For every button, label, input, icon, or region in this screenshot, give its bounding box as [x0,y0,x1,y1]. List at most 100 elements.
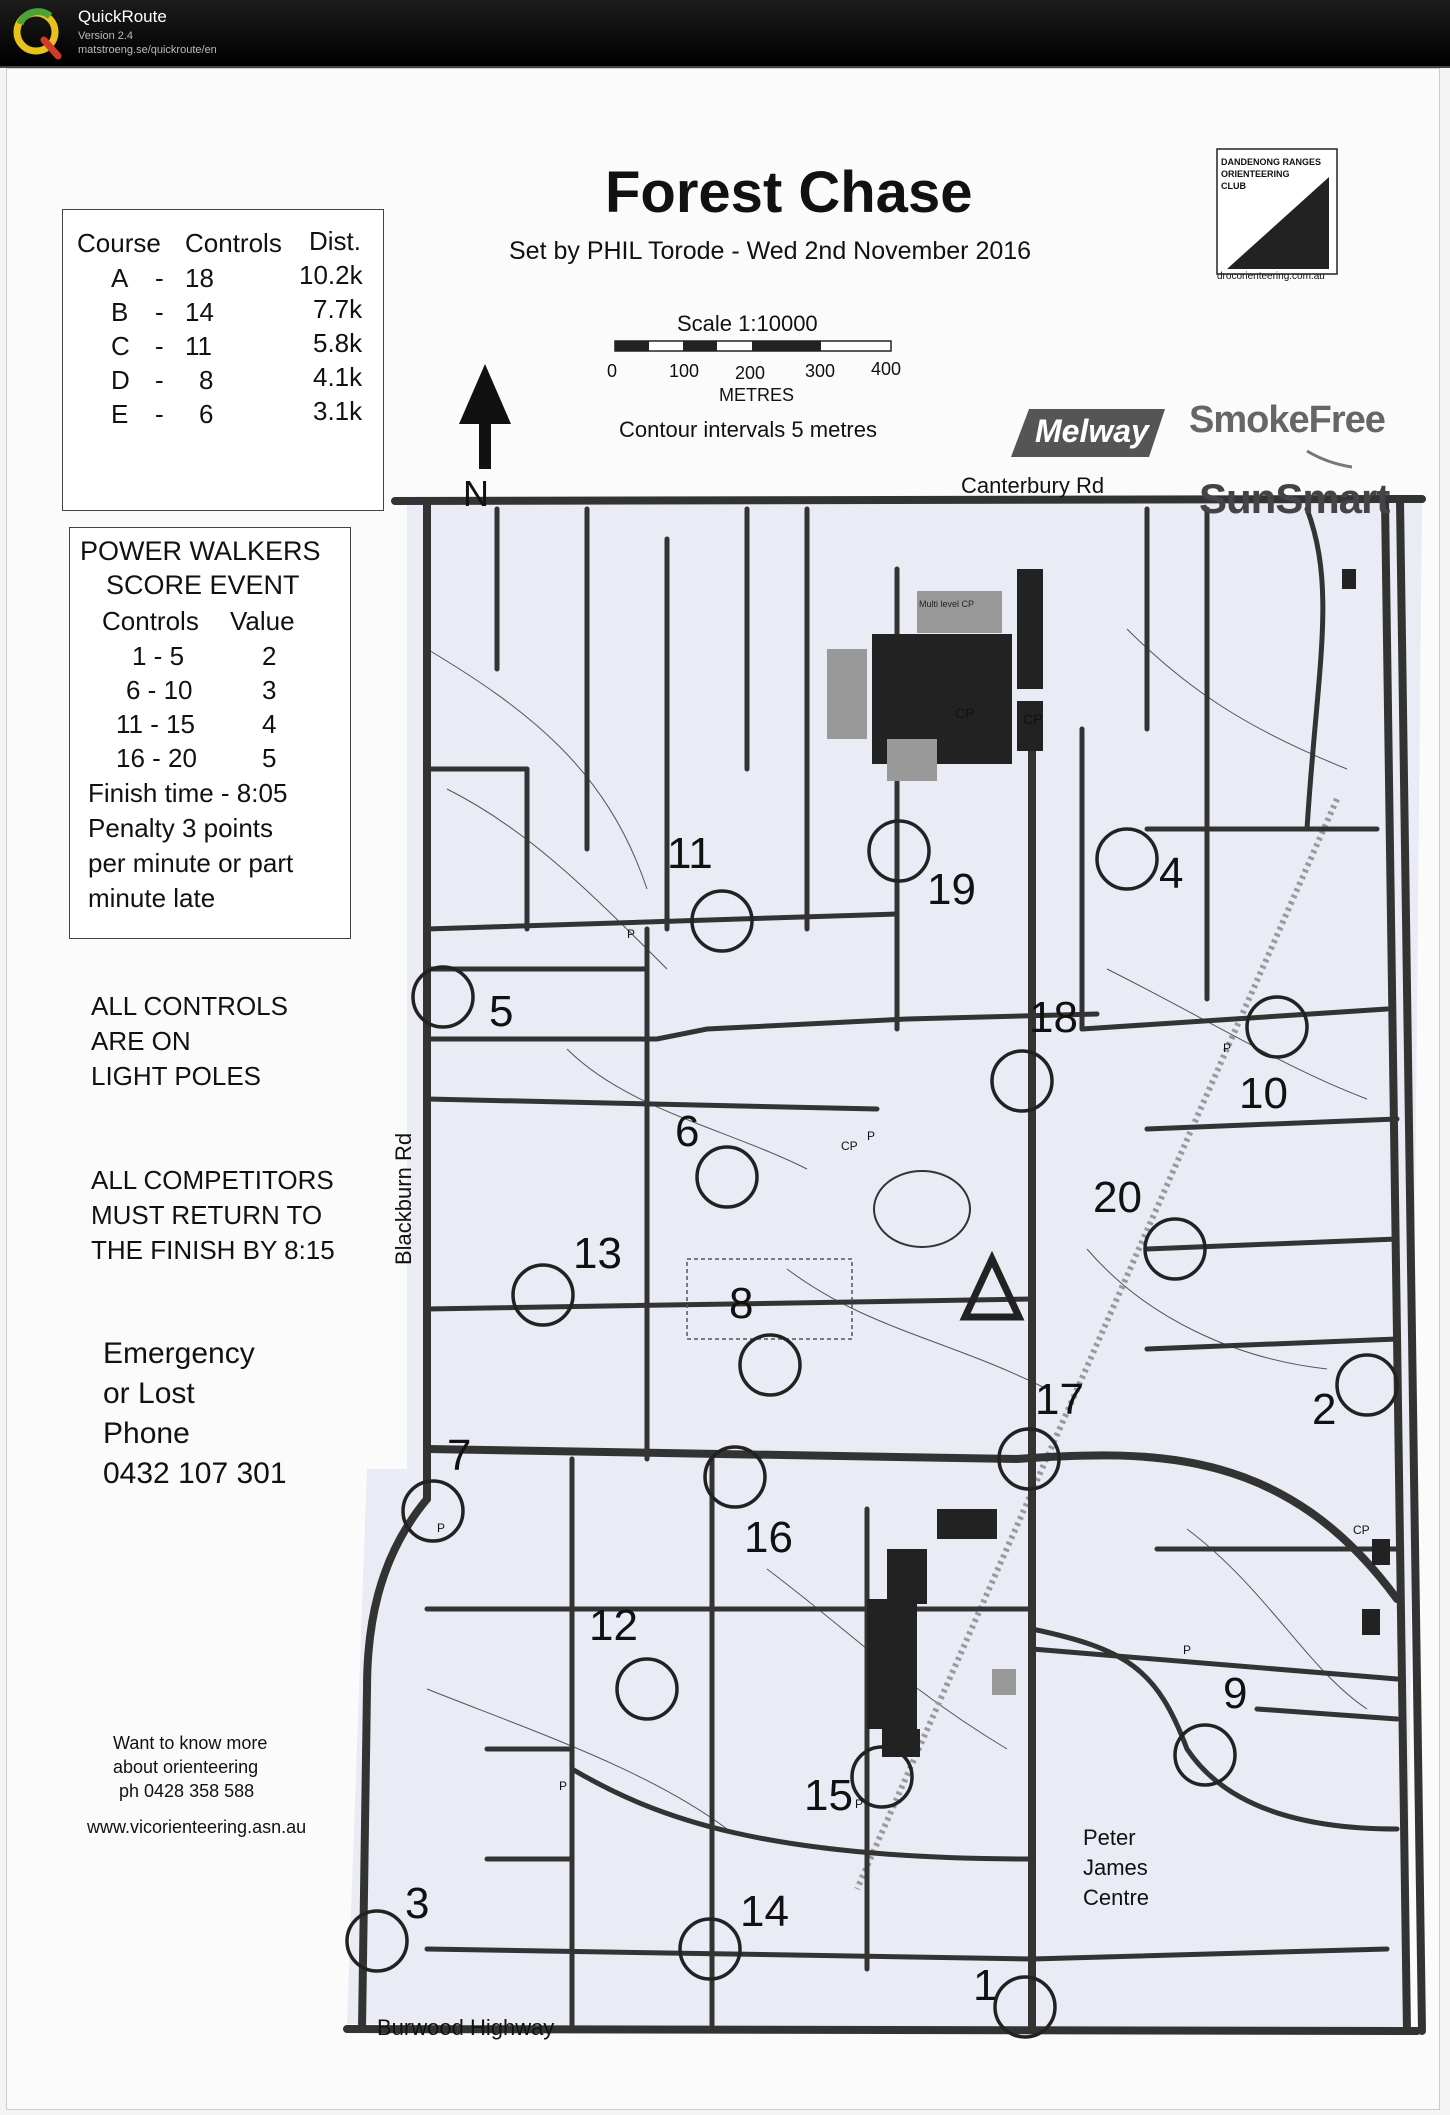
control-number-8: 8 [729,1279,754,1328]
control-number-12: 12 [589,1601,638,1650]
app-title: QuickRoute [78,7,167,26]
control-number-18: 18 [1029,993,1078,1042]
control-number-5: 5 [489,987,514,1036]
course-row-b-sep: - [155,297,164,327]
course-row-b-dist: 7.7k [313,294,363,324]
control-19-circle [867,819,931,883]
control-number-4: 4 [1159,849,1184,898]
pw-value-3: 4 [262,709,277,739]
note-return-line-3: THE FINISH BY 8:15 [91,1235,335,1265]
emergency-line-3: Phone [103,1417,190,1450]
power-walkers-box: POWER WALKERS SCORE EVENT Controls Value… [69,527,351,939]
control-15-circle [850,1745,914,1809]
pw-range-1: 1 - 5 [132,641,185,671]
emergency-line-2: or Lost [103,1377,195,1410]
more-website: www.vicorienteering.asn.au [87,1817,307,1837]
control-14-circle [678,1917,742,1981]
course-row-e-sep: - [155,399,164,429]
note-controls-line-1: ALL CONTROLS [91,991,288,1021]
cp-marker: CP [841,1139,858,1153]
app-version: Version 2.4 [78,30,134,42]
course-row-e-course: E [111,399,129,429]
control-17-circle [997,1427,1061,1491]
dist-header: Dist. [309,226,361,256]
control-number-19: 19 [927,865,976,914]
contour-note: Contour intervals 5 metres [619,417,877,442]
course-row-d-controls: 8 [199,365,214,395]
control-12-circle [615,1657,679,1721]
control-3-circle [345,1909,409,1973]
scale-tick-400: 400 [871,359,902,379]
control-number-13: 13 [573,1229,622,1278]
control-number-20: 20 [1093,1173,1142,1222]
parking-marker: P [627,927,636,941]
control-18-circle [990,1049,1054,1113]
control-number-7: 7 [447,1431,472,1480]
pw-range-2: 6 - 10 [126,675,193,705]
pw-value-1: 2 [262,641,277,671]
course-row-c-controls: 11 [185,331,212,361]
club-website: drocorienteering.com.au [1217,271,1325,282]
pw-value-2: 3 [262,675,277,705]
place-label-line-3: Centre [1083,1885,1150,1910]
course-row-b-course: B [111,297,129,327]
note-controls-line-2: ARE ON [91,1026,191,1056]
emergency-phone: 0432 107 301 [103,1457,287,1490]
place-label-line-2: James [1083,1855,1148,1880]
course-row-e-controls: 6 [199,399,214,429]
pw-finish-time: Finish time - 8:05 [88,778,288,808]
power-walkers-title: POWER WALKERS [80,536,321,566]
pw-penalty-line-2: per minute or part [88,848,294,878]
course-table: Course Controls Dist. A - 18 10.2k B - 1… [62,209,384,511]
multi-level-cp-label: Multi level CP [919,599,975,609]
note-return-line-2: MUST RETURN TO [91,1200,323,1230]
control-number-15: 15 [804,1771,853,1820]
control-10-circle [1245,995,1309,1059]
smokefree-logo: SmokeFree [1189,399,1386,441]
club-name-line-3: CLUB [1221,181,1246,191]
course-row-a-sep: - [155,263,164,293]
scale-tick-100: 100 [669,361,700,381]
course-row-a-dist: 10.2k [299,260,363,290]
control-8-circle [738,1333,802,1397]
control-9-circle [1173,1723,1237,1787]
orienteering-map [343,148,1426,2035]
control-number-16: 16 [744,1513,793,1562]
control-5-circle [411,965,475,1029]
cp-marker: CP [955,705,975,721]
pw-penalty-line-1: Penalty 3 points [88,813,274,843]
control-number-14: 14 [740,1887,789,1936]
control-11-circle [690,889,754,953]
app-header: QuickRoute Version 2.4 matstroeng.se/qui… [0,0,1450,68]
scale-label: Scale 1:10000 [677,311,818,336]
blackburn-rd-label: Blackburn Rd [391,1132,416,1265]
place-label-line-1: Peter [1083,1825,1136,1850]
burwood-hwy-label: Burwood Highway [377,2015,555,2040]
map-sheet[interactable]: 1 2 3 4 5 6 7 8 9 10 11 12 13 14 15 16 1… [6,68,1440,2110]
control-number-3: 3 [405,1879,430,1928]
course-row-b-controls: 14 [185,297,214,327]
control-6-circle [695,1145,759,1209]
control-1-circle [993,1975,1057,2039]
emergency-line-1: Emergency [103,1337,255,1370]
control-circles [345,819,1399,2039]
control-7-circle [401,1479,465,1543]
more-line-2: about orienteering [113,1757,259,1777]
parking-marker: P [867,1129,876,1143]
melway-logo: Melway [1035,413,1149,449]
course-row-c-course: C [111,331,130,361]
pw-range-4: 16 - 20 [116,743,197,773]
control-16-circle [703,1445,767,1509]
course-row-e-dist: 3.1k [313,396,363,426]
course-row-c-dist: 5.8k [313,328,363,358]
course-row-a-course: A [111,263,129,293]
course-header: Course [77,228,161,258]
course-row-d-course: D [111,365,130,395]
scale-unit: METRES [719,385,795,405]
note-controls-line-3: LIGHT POLES [91,1061,262,1091]
scale-tick-0: 0 [607,361,618,381]
control-number-10: 10 [1239,1069,1288,1118]
cp-marker: CP [1353,1523,1370,1537]
course-row-d-sep: - [155,365,164,395]
quickroute-logo-icon [13,8,62,60]
